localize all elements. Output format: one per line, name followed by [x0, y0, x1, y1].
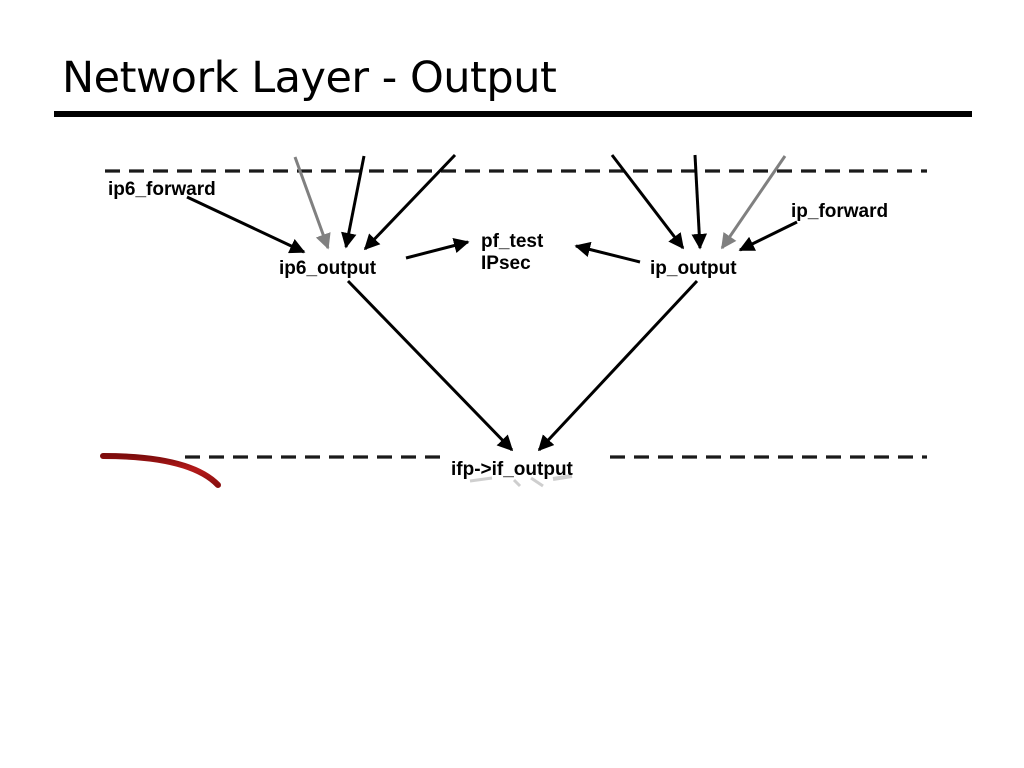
edge-upper-to-ip-output-b1	[610, 154, 685, 250]
edge-ip-forward-to-ip-output	[738, 220, 798, 252]
edge-ip6-output-to-ifp-if-output	[346, 279, 514, 452]
node-label-ifp-if-output: ifp->if_output	[451, 459, 573, 480]
title-underline-rule	[54, 111, 972, 117]
edge-ip6-forward-to-ip6-output	[186, 195, 306, 254]
node-label-pf-test-line1: pf_test	[481, 231, 544, 252]
node-label-pf-test-ipsec: pf_test IPsec	[481, 231, 543, 276]
node-label-ip6-output: ip6_output	[279, 258, 377, 279]
node-label-ip6-forward: ip6_forward	[108, 179, 216, 200]
edges-into-ifp-if-output	[346, 279, 699, 452]
edge-upper-to-ip-output-b2	[691, 154, 708, 250]
edge-upper-to-ip-output-gray	[720, 155, 787, 250]
edge-ip-output-to-pf-test	[574, 241, 641, 264]
edges-into-ip-output	[610, 154, 798, 252]
page-title: Network Layer - Output	[62, 53, 557, 103]
node-label-ip-forward: ip_forward	[791, 201, 889, 222]
edge-upper-to-ip6-output-b1	[341, 155, 366, 249]
label-shadow-artifacts	[469, 474, 573, 488]
edge-ip-output-to-ifp-if-output	[537, 279, 699, 452]
edges-into-ip6-output	[186, 153, 457, 254]
edge-upper-to-ip6-output-gray	[293, 156, 331, 250]
layer-boundaries	[105, 169, 927, 459]
node-label-pf-test-line2: IPsec	[481, 253, 531, 275]
edges-into-pf-test	[405, 237, 641, 264]
red-curve-decoration	[100, 453, 221, 488]
edge-upper-to-ip6-output-b2	[363, 153, 457, 251]
edge-ip6-output-to-pf-test	[405, 237, 470, 260]
node-label-ip-output: ip_output	[650, 258, 737, 279]
